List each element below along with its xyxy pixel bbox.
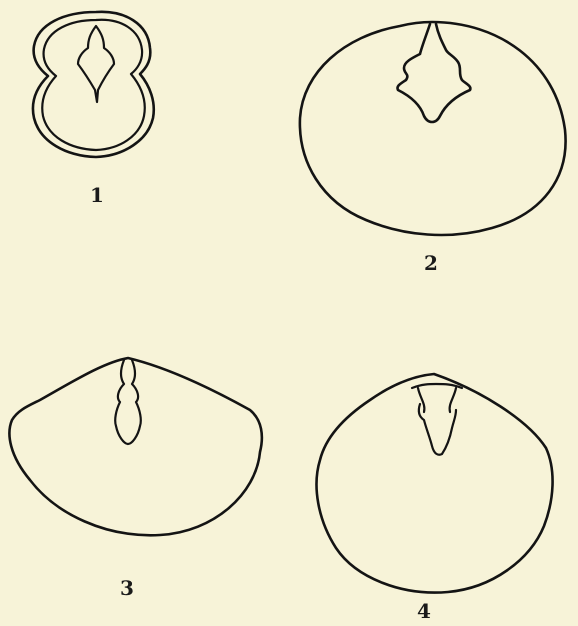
figure-1-inner-outline	[42, 20, 145, 150]
figure-4-muscle-scar	[412, 384, 462, 455]
figure-3-label: 3	[120, 576, 134, 600]
figure-2-label: 2	[424, 251, 438, 275]
figure-1-muscle-scar	[78, 26, 114, 102]
figure-3	[9, 358, 261, 535]
figure-2-muscle-scar	[397, 24, 470, 122]
figure-3-outline	[9, 358, 261, 535]
figure-4-outline	[317, 374, 553, 593]
figure-3-muscle-scar	[115, 360, 141, 444]
figure-4	[317, 374, 553, 593]
figure-4-label: 4	[417, 599, 431, 623]
figure-1-label: 1	[90, 183, 104, 207]
figure-2	[300, 22, 566, 235]
figure-1	[33, 12, 154, 157]
figure-2-outline	[300, 22, 566, 235]
